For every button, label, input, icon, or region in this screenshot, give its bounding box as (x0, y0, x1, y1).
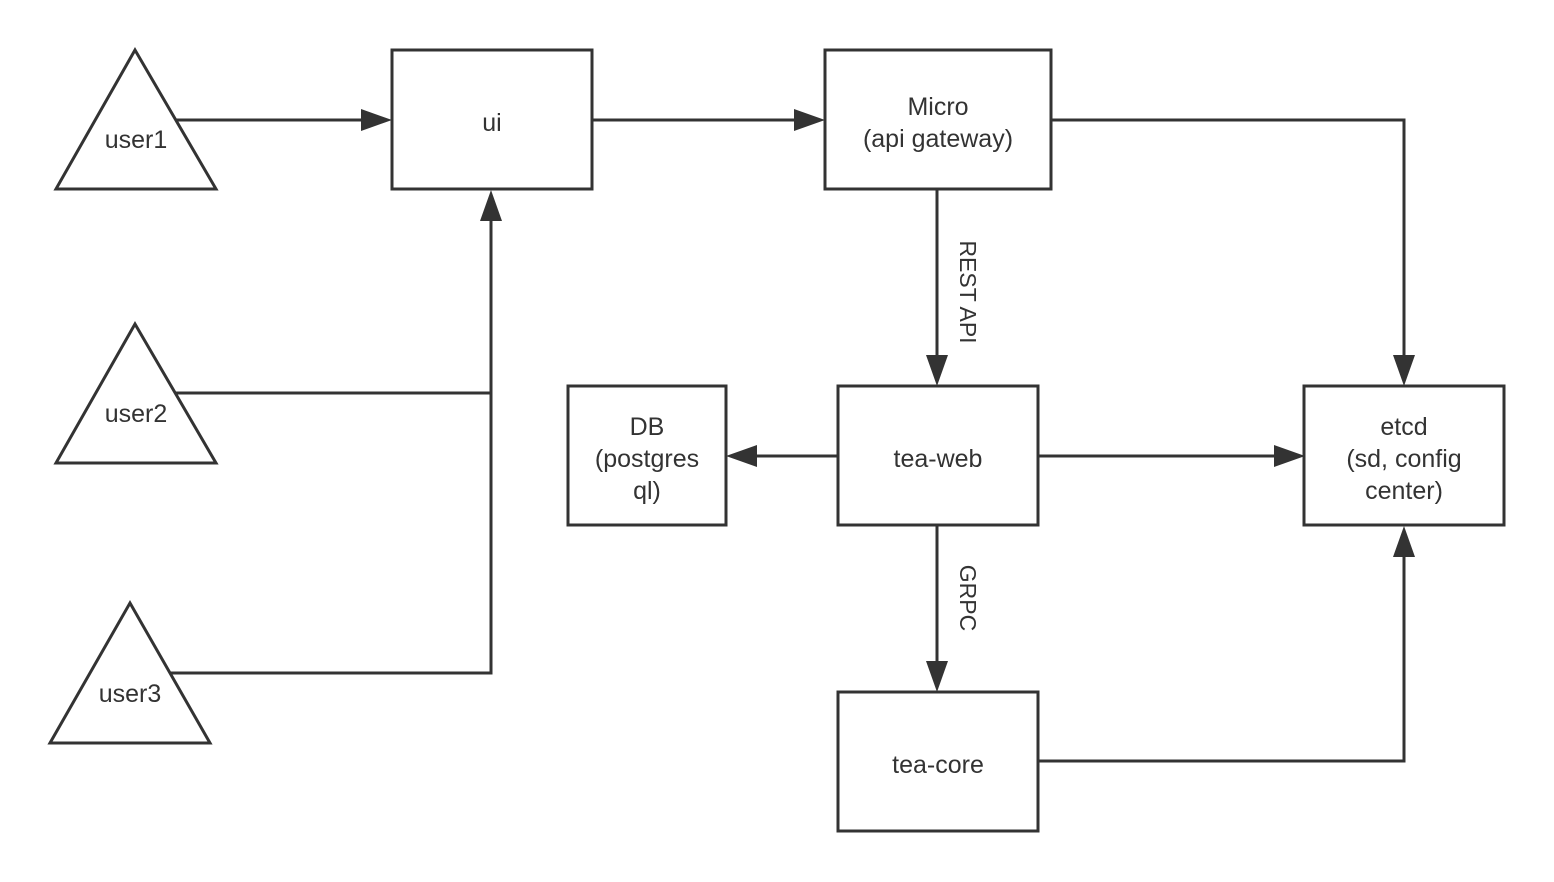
edge-label-grpc: GRPC (955, 565, 981, 631)
user3-triangle (47, 599, 213, 745)
node-micro: Micro (api gateway) (823, 48, 1053, 191)
ui-label: ui (482, 109, 501, 137)
etcd-label: etcd (1380, 413, 1427, 441)
tea-web-box (836, 384, 1040, 527)
user1-label: user1 (105, 126, 168, 154)
db-box (566, 384, 728, 527)
node-ui: ui (390, 48, 594, 191)
node-tea-core: tea-core (836, 690, 1040, 833)
user1-triangle (53, 46, 219, 191)
tea-core-label: tea-core (892, 751, 984, 779)
arrowhead-etcd-left (1274, 445, 1305, 467)
db-sublabel-2: ql) (633, 477, 661, 505)
etcd-sublabel-2: center) (1365, 477, 1443, 505)
node-etcd: etcd (sd, config center) (1302, 384, 1506, 527)
micro-sublabel: (api gateway) (863, 125, 1013, 153)
node-user2: user2 (53, 320, 219, 465)
node-user1: user1 (53, 46, 219, 191)
node-tea-web: tea-web (836, 384, 1040, 527)
user3-label: user3 (99, 680, 162, 708)
arrowhead-db-right (726, 445, 757, 467)
edge-tea-core-to-etcd (1038, 555, 1406, 763)
arrowhead-tea-web-top (926, 355, 948, 386)
micro-box (823, 48, 1053, 191)
db-sublabel-1: (postgres (595, 445, 699, 473)
arrowhead-tea-core-top (926, 661, 948, 692)
edge-user3-to-ui (170, 218, 493, 675)
ui-box (390, 48, 594, 191)
node-db: DB (postgres ql) (566, 384, 728, 527)
edge-label-rest-api: REST API (955, 240, 981, 343)
tea-core-box (836, 690, 1040, 833)
etcd-sublabel-1: (sd, config (1346, 445, 1461, 473)
connectors (170, 109, 1415, 763)
user2-label: user2 (105, 400, 168, 428)
arrowhead-micro-left (794, 109, 825, 131)
db-label: DB (630, 413, 665, 441)
tea-web-label: tea-web (894, 445, 983, 473)
micro-label: Micro (907, 93, 968, 121)
arrowhead-etcd-bottom (1393, 526, 1415, 557)
user2-triangle (53, 320, 219, 465)
node-user3: user3 (47, 599, 213, 745)
arrowhead-ui-left (361, 109, 392, 131)
etcd-box (1302, 384, 1506, 527)
edge-micro-to-etcd (1051, 118, 1406, 356)
arrowhead-ui-bottom (480, 190, 502, 221)
arrowhead-etcd-top (1393, 355, 1415, 386)
